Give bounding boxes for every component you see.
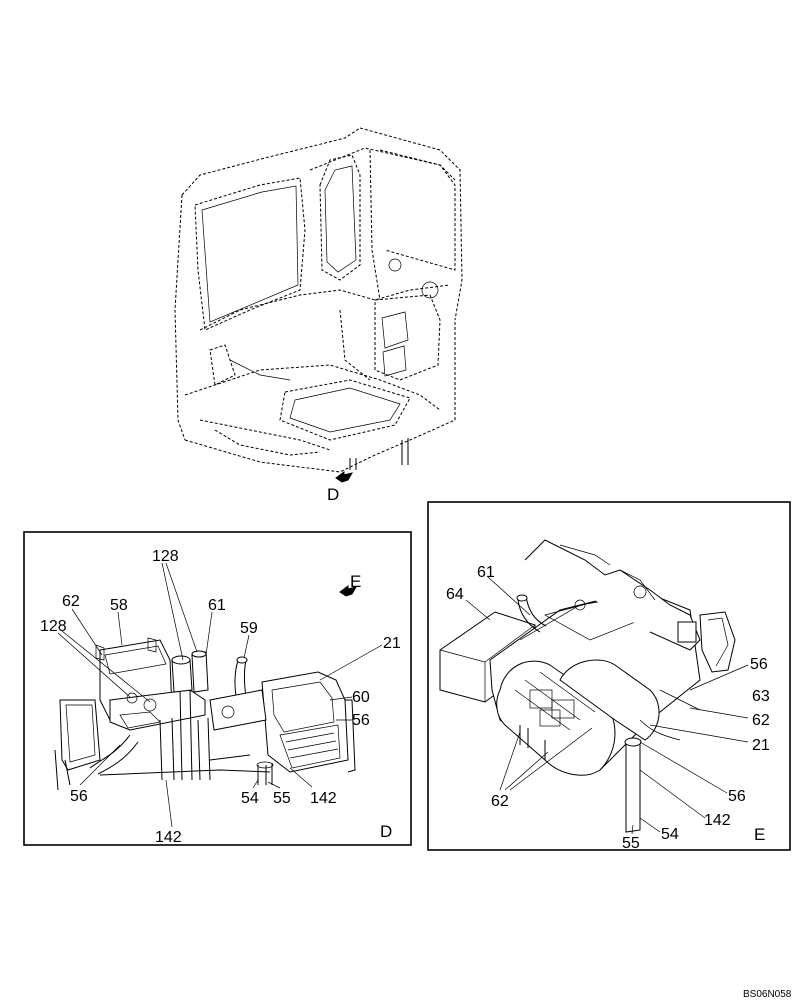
e-callout-21: 21 <box>752 737 770 754</box>
detail-view-e: 61 64 56 63 62 21 62 56 142 54 55 E <box>427 501 791 852</box>
detail-e-view-letter: E <box>754 825 765 844</box>
callout-142-right: 142 <box>310 790 337 807</box>
e-callout-62-right: 62 <box>752 712 770 729</box>
e-callout-56-top: 56 <box>750 656 768 673</box>
detail-d-frame <box>23 531 412 846</box>
e-callout-56-bottom: 56 <box>728 788 746 805</box>
callout-128-left: 128 <box>40 618 67 635</box>
e-callout-62-bottom: 62 <box>491 793 509 810</box>
e-callout-142: 142 <box>704 812 731 829</box>
callout-56-right: 56 <box>352 712 370 729</box>
callout-128-top: 128 <box>152 548 179 565</box>
callout-55: 55 <box>273 790 291 807</box>
e-callout-64: 64 <box>446 586 464 603</box>
callout-62: 62 <box>62 593 80 610</box>
e-callout-63: 63 <box>752 688 770 705</box>
detail-view-d: 128 62 58 61 128 59 21 60 56 56 54 55 14… <box>23 531 412 846</box>
e-callout-54: 54 <box>661 826 679 843</box>
view-d-arrow-label: D <box>327 485 339 504</box>
cab-overview: D <box>174 127 463 504</box>
callout-59: 59 <box>240 620 258 637</box>
callout-60: 60 <box>352 689 370 706</box>
view-e-arrow-label: E <box>350 572 361 591</box>
detail-d-view-letter: D <box>380 822 392 841</box>
callout-21: 21 <box>383 635 401 652</box>
detail-e-frame <box>427 501 791 851</box>
callout-61: 61 <box>208 597 226 614</box>
callout-142-bottom: 142 <box>155 829 182 846</box>
callout-54: 54 <box>241 790 259 807</box>
callout-58: 58 <box>110 597 128 614</box>
e-callout-61: 61 <box>477 564 495 581</box>
callout-56-left: 56 <box>70 788 88 805</box>
e-callout-55: 55 <box>622 835 640 852</box>
drawing-code: BS06N058 <box>743 989 792 1000</box>
